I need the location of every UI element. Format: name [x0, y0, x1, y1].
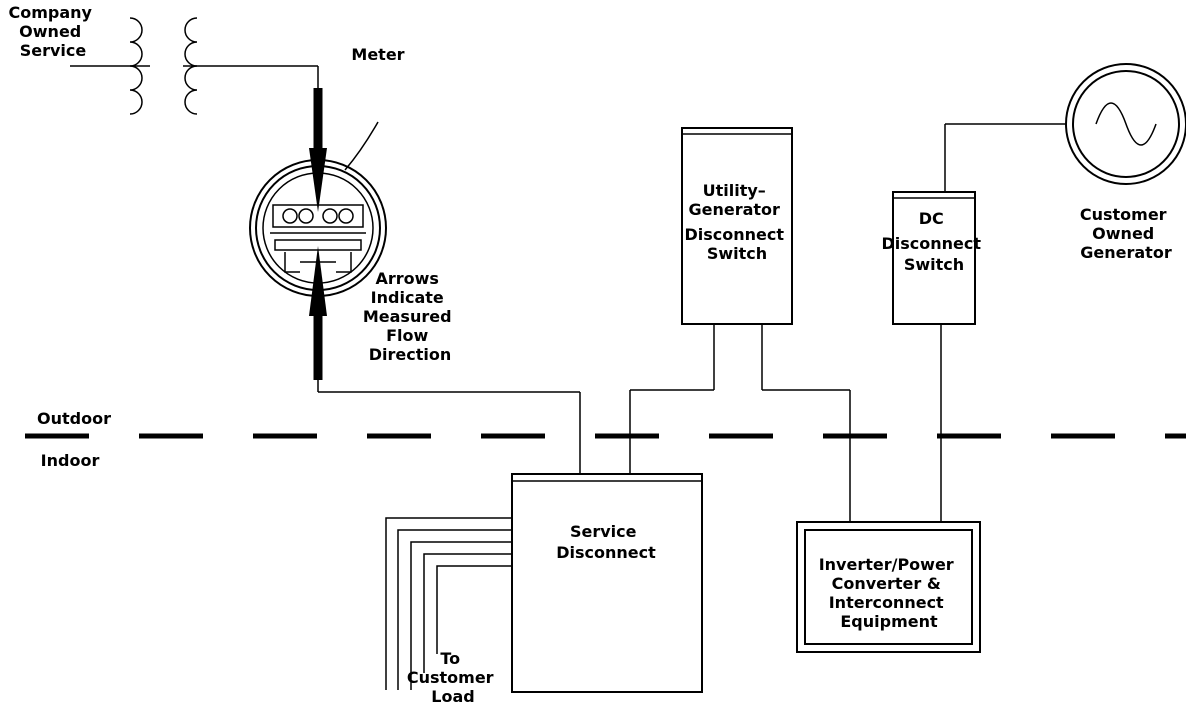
- flow-arrow-up: [309, 246, 327, 316]
- customer-load-line-1: To: [440, 649, 460, 668]
- utility-switch-line-1: Utility–: [703, 181, 766, 200]
- arrows-note: Arrows Indicate Measured Flow Direction: [363, 269, 457, 364]
- sine-wave-icon: [1095, 102, 1157, 146]
- service-disconnect-line-1: Service: [570, 522, 637, 541]
- dc-switch-line-1: DC: [919, 209, 944, 228]
- inverter-label: Inverter/Power Converter & Interconnect …: [819, 555, 960, 631]
- service-disconnect-label: Service Disconnect: [556, 522, 656, 562]
- inverter-line-1: Inverter/Power: [819, 555, 954, 574]
- arrows-note-line-1: Arrows: [375, 269, 438, 288]
- arrows-note-line-5: Direction: [369, 345, 452, 364]
- generator-line-1: Customer: [1080, 205, 1167, 224]
- inverter-line-4: Equipment: [840, 612, 938, 631]
- arrows-note-line-2: Indicate: [371, 288, 444, 307]
- service-disconnect: [385, 473, 703, 693]
- utility-switch-line-2: Generator: [688, 200, 780, 219]
- utility-generator-switch: [629, 127, 851, 522]
- arrows-note-line-4: Flow: [386, 326, 428, 345]
- utility-switch-label: Utility– Generator Disconnect Switch: [684, 181, 789, 263]
- service-disconnect-line-2: Disconnect: [556, 543, 656, 562]
- customer-load-line-2: Customer: [407, 668, 494, 687]
- indoor-label: Indoor: [41, 451, 100, 470]
- inverter-line-3: Interconnect: [829, 593, 944, 612]
- flow-arrow-down: [309, 148, 327, 212]
- company-service-label: Company Owned Service: [8, 3, 97, 60]
- meter-label: Meter: [351, 45, 404, 64]
- dc-switch-line-2: Disconnect: [881, 234, 981, 253]
- customer-load-line-3: Load: [431, 687, 474, 706]
- inverter-line-2: Converter &: [832, 574, 941, 593]
- company-service-line-1: Company: [8, 3, 92, 22]
- customer-load-label: To Customer Load: [407, 649, 499, 706]
- meter: [249, 66, 581, 474]
- company-service-line-2: Owned: [19, 22, 81, 41]
- inverter-equipment: [796, 521, 981, 653]
- generator: [1065, 63, 1186, 185]
- generator-line-3: Generator: [1080, 243, 1172, 262]
- arrows-note-line-3: Measured: [363, 307, 452, 326]
- dc-switch-line-3: Switch: [904, 255, 964, 274]
- dc-disconnect-switch: [892, 123, 1066, 522]
- utility-switch-line-4: Switch: [707, 244, 767, 263]
- transformer: [70, 17, 318, 115]
- utility-switch-line-3: Disconnect: [684, 225, 784, 244]
- generator-label: Customer Owned Generator: [1080, 205, 1172, 262]
- outdoor-label: Outdoor: [37, 409, 111, 428]
- company-service-line-3: Service: [20, 41, 87, 60]
- dc-switch-label: DC Disconnect Switch: [881, 209, 986, 274]
- generator-line-2: Owned: [1092, 224, 1154, 243]
